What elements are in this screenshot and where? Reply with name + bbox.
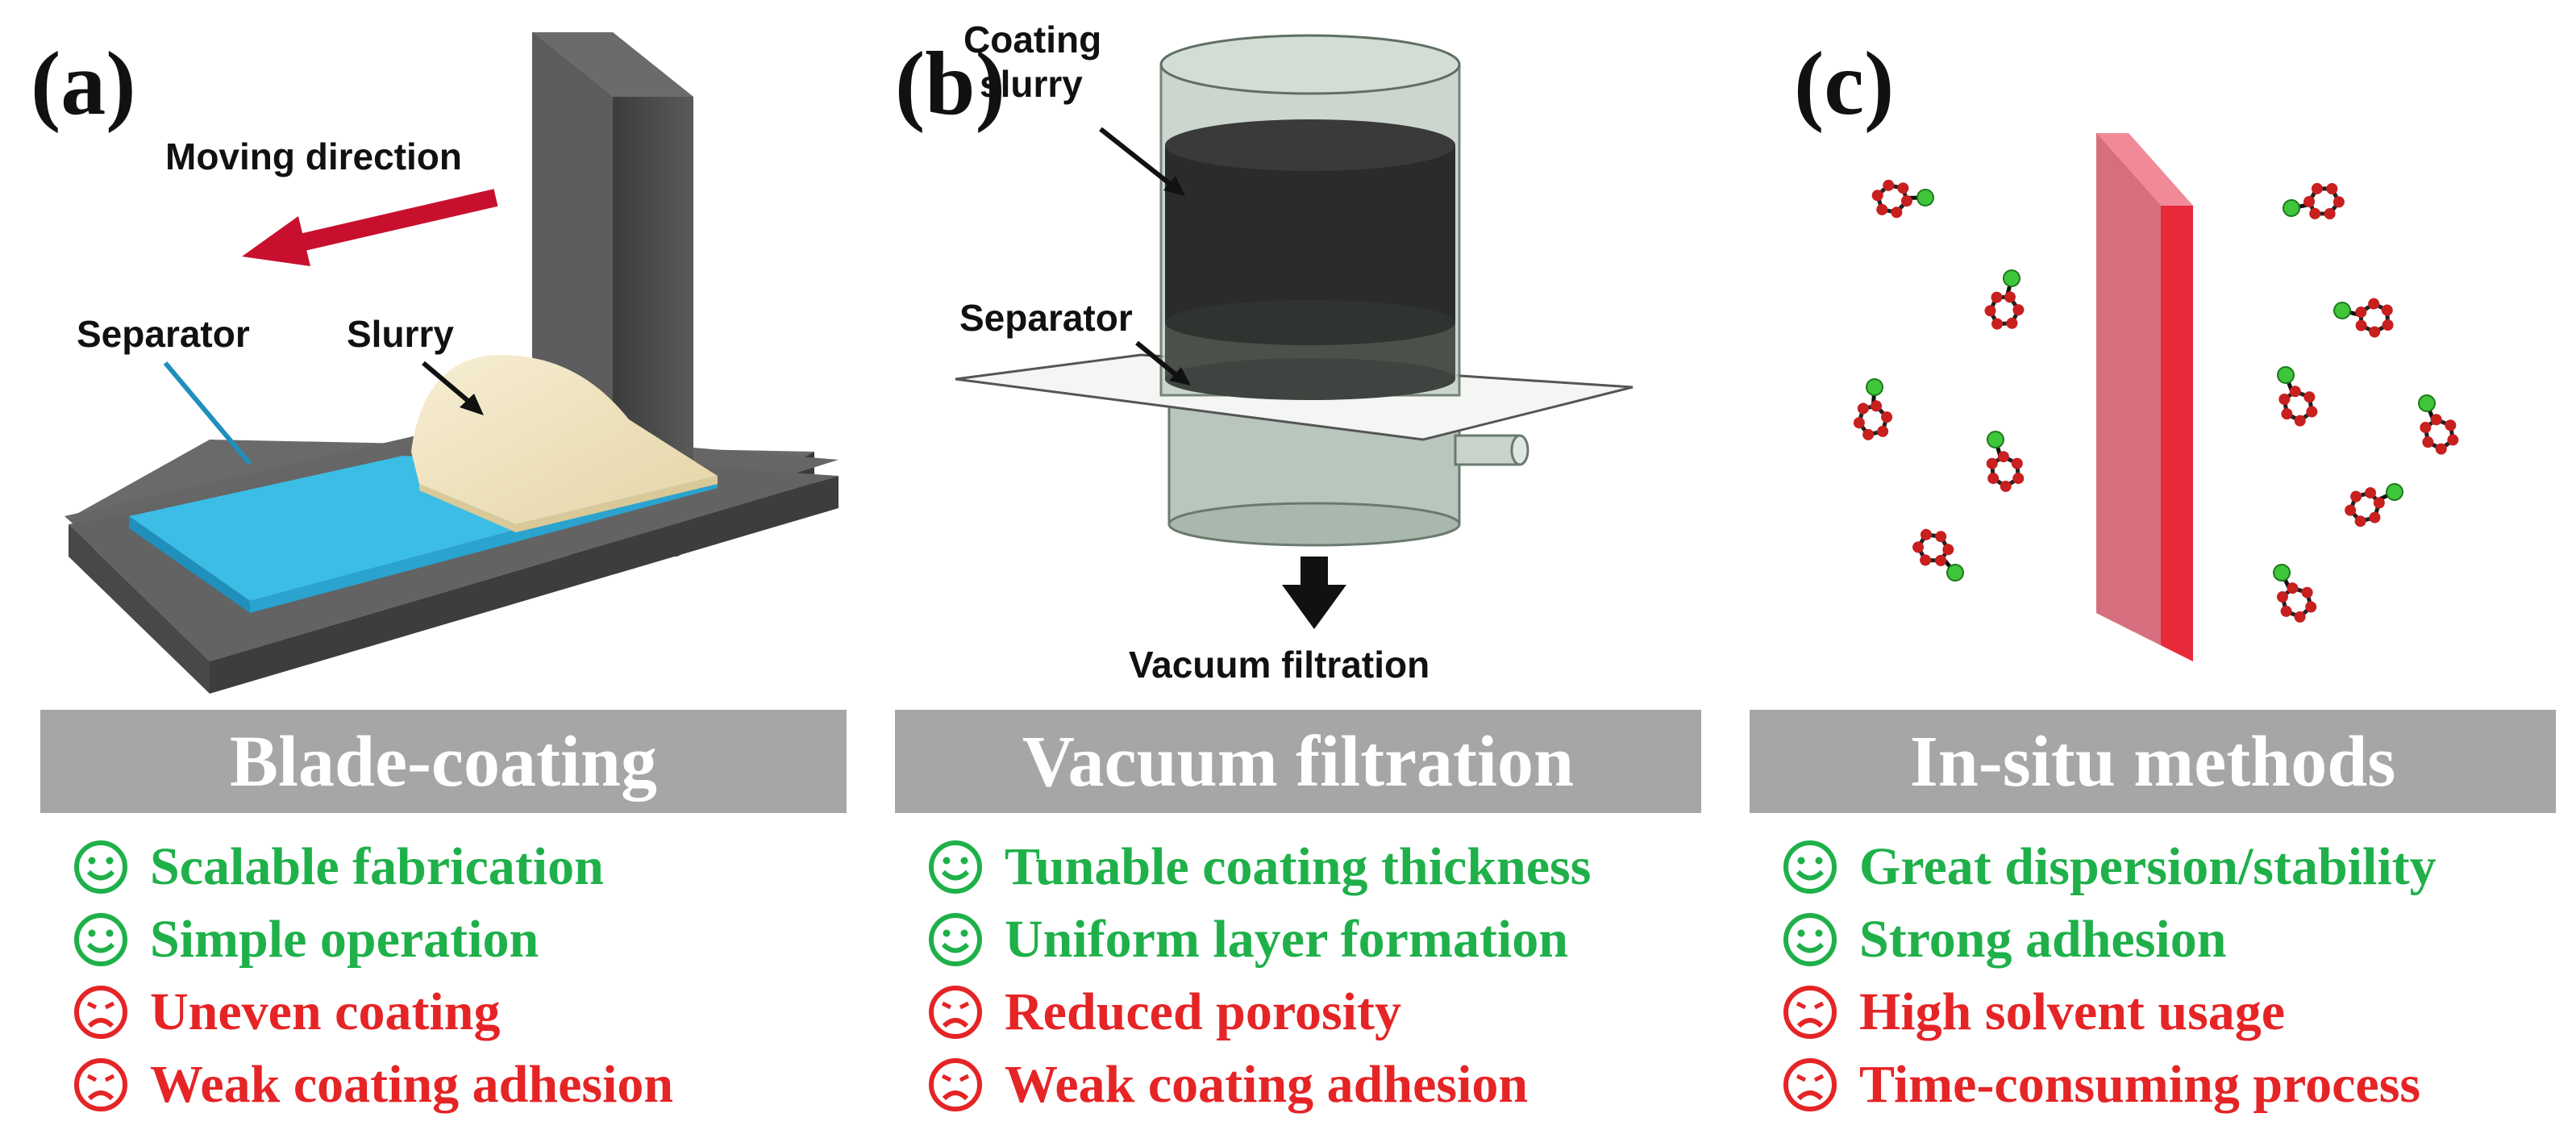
- item-text: Tunable coating thickness: [1005, 837, 1592, 896]
- molecule-icon: [2255, 561, 2327, 629]
- item-text: Strong adhesion: [1859, 910, 2227, 969]
- coating-slurry-label-line1: Coating: [963, 19, 1101, 60]
- vacuum-filtration-illustration: Coating slurry Separator Vacuum filtrati…: [955, 19, 1633, 686]
- panel-label-a: (a): [31, 34, 136, 134]
- smiley-face-icon: [929, 913, 982, 966]
- item-text: Great dispersion/stability: [1859, 837, 2437, 896]
- molecule-icon: [2333, 290, 2399, 347]
- item-text: Simple operation: [150, 910, 539, 969]
- feature-list-c: Great dispersion/stability Strong adhesi…: [1782, 831, 2437, 1121]
- list-item: Reduced porosity: [927, 976, 1591, 1049]
- base-front-side: [210, 476, 839, 694]
- molecule-icon: [2338, 465, 2406, 537]
- item-text: High solvent usage: [1859, 982, 2286, 1041]
- molecule-icon: [2258, 364, 2328, 433]
- coating-slurry-pointer: [1099, 127, 1179, 192]
- item-text: Uniform layer formation: [1005, 910, 1568, 969]
- panel-title-c: In-situ methods: [1909, 721, 2396, 802]
- list-item: Time-consuming process: [1782, 1049, 2437, 1121]
- frowning-face-icon: [1783, 1058, 1837, 1111]
- slurry-pointer: [422, 361, 477, 410]
- feature-list-b: Tunable coating thickness Uniform layer …: [927, 831, 1591, 1121]
- panel-title-a: Blade-coating: [230, 721, 657, 802]
- coating-slurry-pointer-head: [1163, 176, 1185, 196]
- smiley-face-icon: [1783, 913, 1837, 966]
- feature-list-a: Scalable fabrication Simple operation Un…: [73, 831, 673, 1121]
- list-item: Weak coating adhesion: [73, 1049, 673, 1121]
- list-item: Tunable coating thickness: [927, 831, 1591, 903]
- panel-title-b: Vacuum filtration: [1022, 721, 1575, 802]
- item-text: Uneven coating: [150, 982, 501, 1041]
- substrate-wall: [2096, 133, 2193, 661]
- title-banner-c: In-situ methods: [1750, 710, 2556, 813]
- frowning-face-icon: [929, 986, 982, 1039]
- list-item: Strong adhesion: [1782, 903, 2437, 976]
- smiley-face-icon: [74, 913, 127, 966]
- item-text: Reduced porosity: [1005, 982, 1401, 1041]
- panel-label-b: (b): [895, 34, 1005, 134]
- molecule-icon: [1966, 428, 2037, 499]
- list-item: Scalable fabrication: [73, 831, 673, 903]
- molecule-icon: [1906, 523, 1975, 583]
- blade-wall: [532, 32, 693, 484]
- item-text: Weak coating adhesion: [1005, 1055, 1529, 1114]
- frowning-face-icon: [74, 986, 127, 1039]
- separator-label: Separator: [77, 313, 250, 355]
- title-banner-b: Vacuum filtration: [895, 710, 1701, 813]
- smiley-face-icon: [929, 840, 982, 894]
- moving-direction-arrow: [242, 189, 498, 266]
- panel-vacuum-filtration: Coating slurry Separator Vacuum filtrati…: [859, 0, 1717, 1130]
- slurry-pointer-head: [460, 394, 484, 415]
- coating-slurry-label-line2: slurry: [980, 63, 1083, 105]
- item-text: Time-consuming process: [1859, 1055, 2421, 1114]
- molecule-icon: [1840, 377, 1903, 447]
- upper-cylinder: [1159, 34, 1461, 400]
- molecule-icon: [1976, 269, 2033, 335]
- panel-in-situ-methods: (c) In-situ methods Great dispersion/sta…: [1717, 0, 2576, 1130]
- frowning-face-icon: [1783, 986, 1837, 1039]
- list-item: Uniform layer formation: [927, 903, 1591, 976]
- blade-coating-illustration: Moving direction Separator Slurry: [65, 32, 839, 694]
- base-left-side: [69, 524, 210, 694]
- separator-pointer-b-head: [1169, 367, 1191, 386]
- list-item: Uneven coating: [73, 976, 673, 1049]
- slurry-mound: [411, 355, 718, 532]
- separator-pointer-b: [1135, 340, 1183, 382]
- frowning-face-icon: [74, 1058, 127, 1111]
- panel-blade-coating: Moving direction Separator Slurry (a) Bl…: [0, 0, 859, 1130]
- slurry-label: Slurry: [347, 313, 454, 355]
- list-item: High solvent usage: [1782, 976, 2437, 1049]
- title-banner-a: Blade-coating: [40, 710, 847, 813]
- list-item: Weak coating adhesion: [927, 1049, 1591, 1121]
- smiley-face-icon: [1783, 840, 1837, 894]
- smiley-face-icon: [74, 840, 127, 894]
- in-situ-illustration: [1717, 133, 2576, 661]
- list-item: Simple operation: [73, 903, 673, 976]
- separator-pointer: [163, 361, 252, 465]
- item-text: Scalable fabrication: [150, 837, 604, 896]
- molecule-icon: [2399, 392, 2470, 461]
- separator-label-b: Separator: [959, 297, 1133, 339]
- molecule-icon: [2280, 170, 2351, 240]
- vacuum-arrow: [1282, 557, 1346, 629]
- list-item: Great dispersion/stability: [1782, 831, 2437, 903]
- vacuum-filtration-label: Vacuum filtration: [1129, 644, 1429, 686]
- molecule-icon: [1866, 164, 1937, 229]
- moving-direction-label: Moving direction: [165, 136, 462, 177]
- panel-label-c: (c): [1794, 34, 1895, 134]
- frowning-face-icon: [929, 1058, 982, 1111]
- item-text: Weak coating adhesion: [150, 1055, 674, 1114]
